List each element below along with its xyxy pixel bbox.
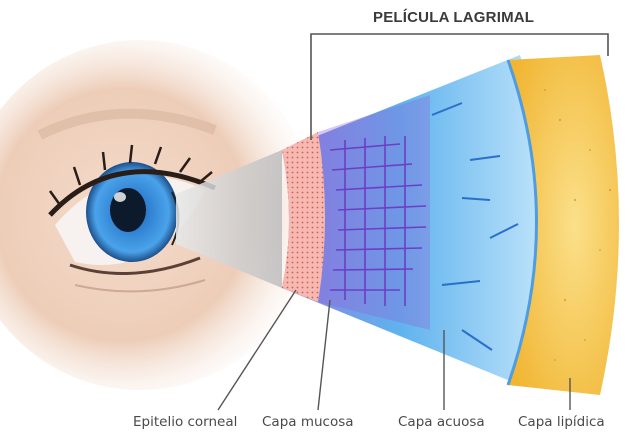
- label-epitelio-corneal: Epitelio corneal: [133, 414, 237, 430]
- label-capa-lipidica: Capa lipídica: [518, 414, 605, 430]
- label-capa-acuosa: Capa acuosa: [398, 414, 485, 430]
- mucous-layer-shape: [318, 95, 430, 330]
- leader-mucosa: [318, 300, 330, 410]
- diagram-title: PELÍCULA LAGRIMAL: [373, 9, 534, 26]
- label-capa-mucosa: Capa mucosa: [262, 414, 354, 430]
